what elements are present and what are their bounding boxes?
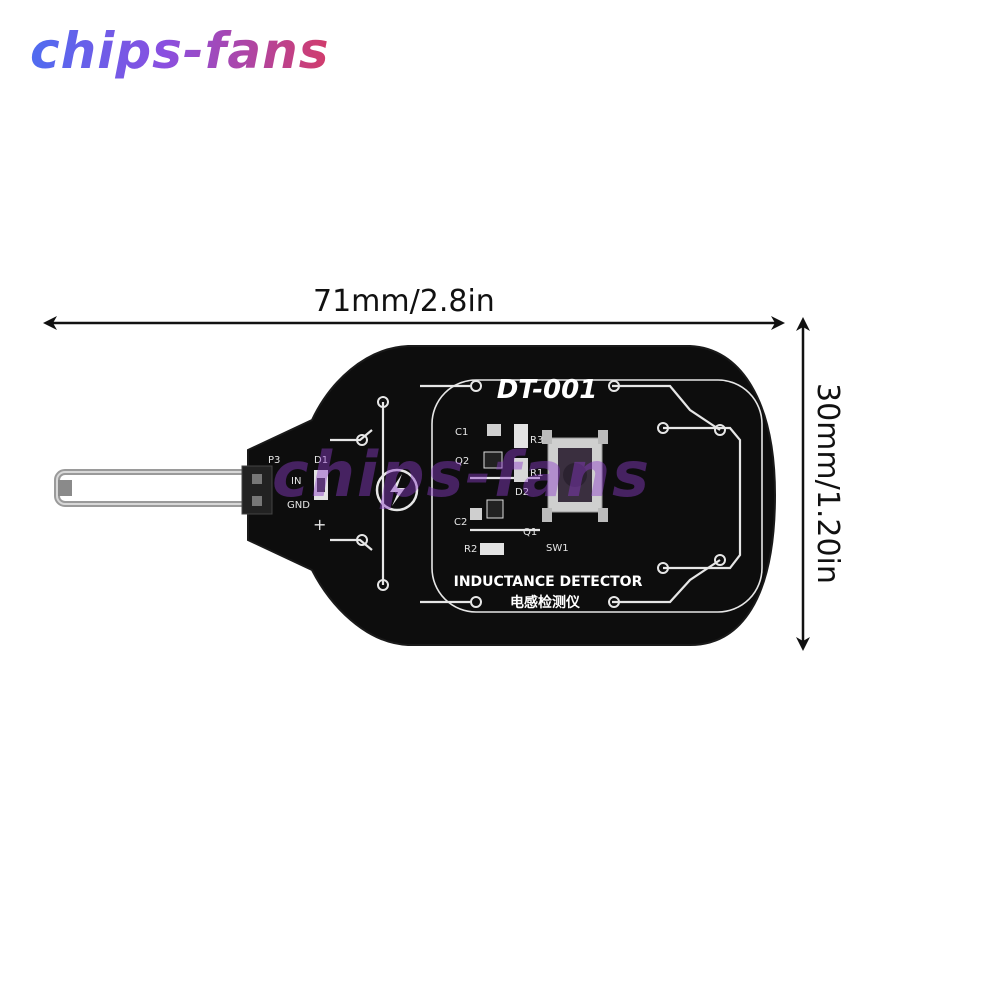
label-d2: D2	[515, 487, 529, 498]
sensor-wire-loop	[54, 469, 260, 507]
brand-logo: chips-fans	[30, 22, 330, 80]
silkscreen-vias	[356, 380, 726, 608]
label-d1: D1	[314, 455, 328, 466]
label-r1: R1	[530, 468, 543, 479]
label-r2: R2	[464, 544, 477, 555]
silkscreen-labels: P3 D1 IN GND + C1 Q2 R3 R1 D2 C2 Q1 R2 S…	[268, 427, 569, 555]
pcb-board	[247, 345, 777, 646]
label-q2: Q2	[455, 456, 469, 467]
label-c1: C1	[455, 427, 468, 438]
label-r3: R3	[530, 435, 543, 446]
pin-header	[241, 465, 273, 515]
label-plus: +	[313, 515, 326, 534]
label-p3: P3	[268, 455, 280, 466]
components	[314, 424, 608, 555]
label-sw1: SW1	[546, 543, 569, 554]
label-q1: Q1	[523, 527, 537, 538]
label-gnd: GND	[287, 500, 310, 511]
model-label: DT-001	[497, 375, 598, 405]
label-c2: C2	[454, 517, 467, 528]
board-name-cn: 电感检测仪	[510, 594, 581, 611]
lightning-icon	[375, 468, 419, 512]
board-name-en: INDUCTANCE DETECTOR	[454, 574, 643, 590]
silkscreen-traces	[330, 379, 763, 613]
width-dimension-label: 71mm/2.8in	[313, 284, 495, 319]
label-in: IN	[291, 476, 301, 487]
